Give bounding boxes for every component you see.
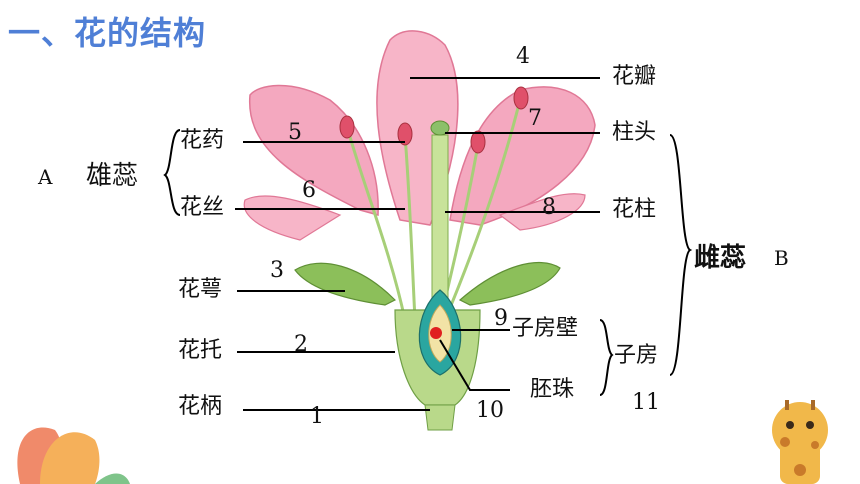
label-stigma: 柱头: [612, 120, 657, 145]
leader-lines: [235, 77, 600, 411]
giraffe-decoration: [772, 400, 828, 484]
number-8: 8: [542, 195, 556, 220]
number-6: 6: [302, 178, 316, 203]
anthers: [339, 86, 529, 154]
label-pistil: 雌蕊: [694, 243, 747, 273]
label-sepal: 花萼: [178, 277, 223, 302]
number-3: 3: [270, 258, 284, 283]
page-title: 一、花的结构: [8, 14, 207, 52]
pistil: [430, 120, 450, 301]
label-ovule: 胚珠: [530, 377, 575, 402]
sepals: [294, 261, 561, 306]
label-pedicel: 花柄: [178, 394, 223, 419]
number-2: 2: [294, 332, 308, 357]
number-4: 4: [516, 44, 530, 69]
ovary: [394, 289, 481, 406]
braces: [163, 129, 693, 396]
number-9: 9: [494, 306, 508, 331]
pedicel-shape: [424, 404, 456, 431]
number-7: 7: [528, 106, 542, 131]
number-11: 11: [632, 390, 660, 415]
number-5: 5: [288, 120, 302, 145]
label-petal: 花瓣: [612, 64, 657, 89]
decorative-leaves: [17, 427, 130, 484]
label-pistil-letter: B: [774, 246, 789, 270]
label-style: 花柱: [612, 197, 657, 222]
number-1: 1: [310, 404, 324, 429]
number-10: 10: [476, 398, 504, 423]
label-receptacle: 花托: [178, 338, 223, 363]
label-anther: 花药: [180, 128, 225, 153]
label-filament: 花丝: [180, 195, 225, 220]
label-stamen-letter: A: [38, 165, 53, 189]
label-ovary: 子房: [614, 343, 659, 368]
label-ovary-wall: 子房壁: [512, 316, 579, 341]
label-stamen: 雄蕊: [86, 161, 139, 191]
